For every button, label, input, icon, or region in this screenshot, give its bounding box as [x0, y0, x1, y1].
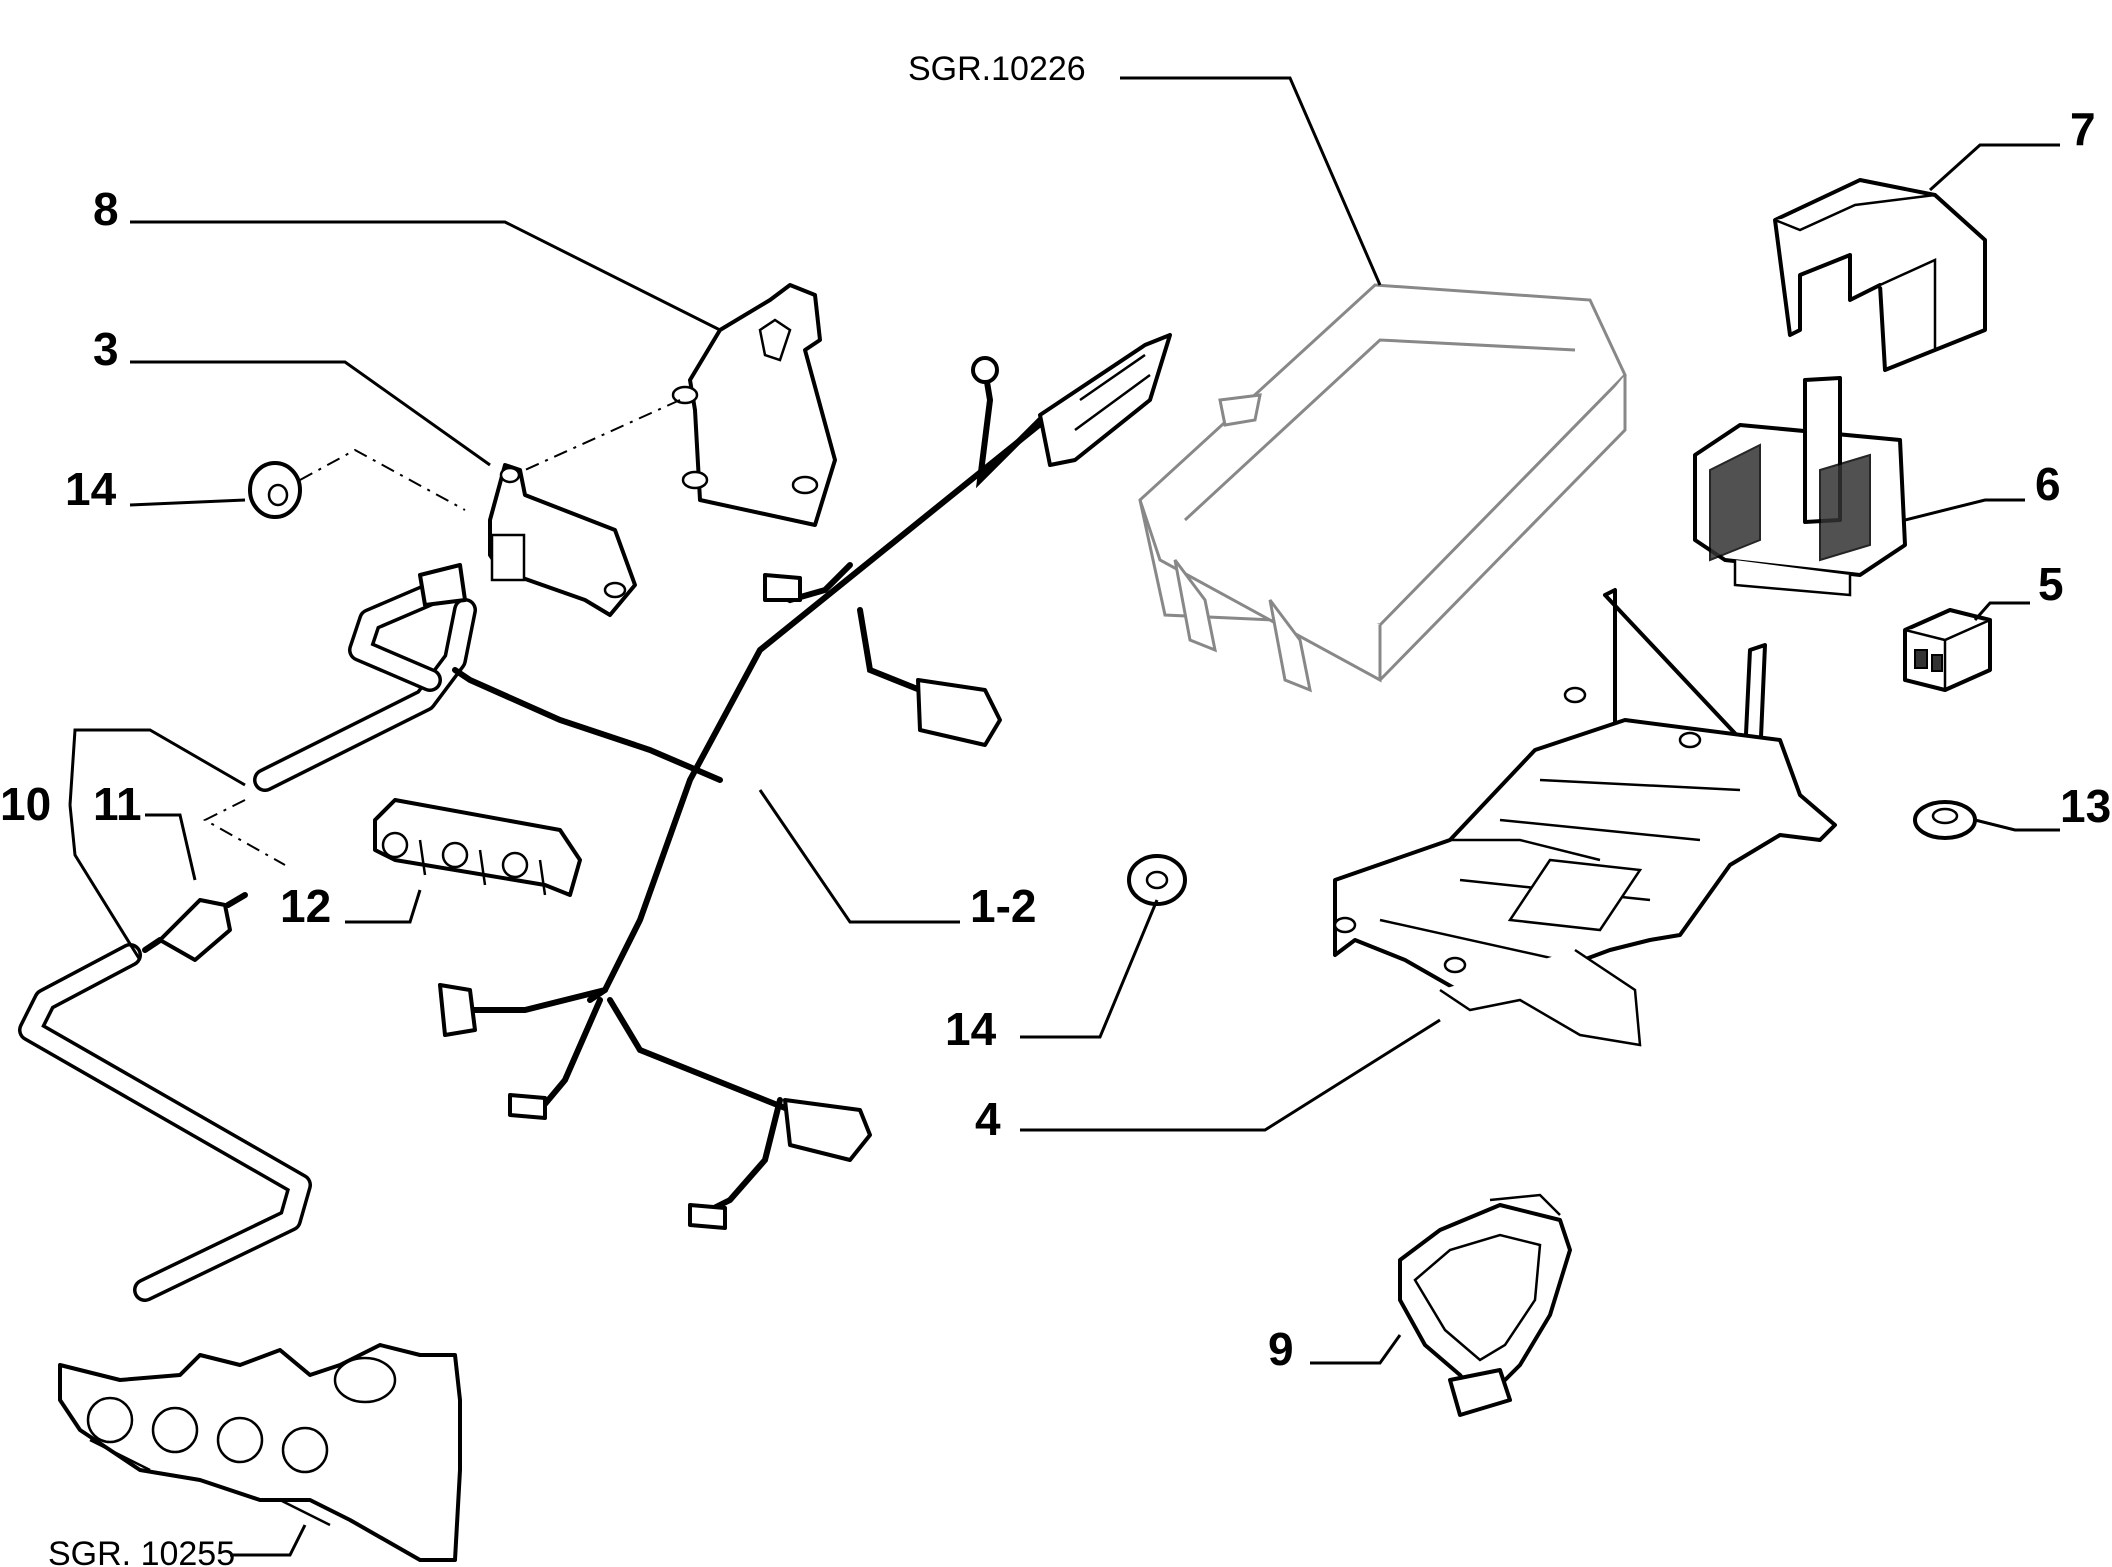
intake-manifold-reference: [58, 1343, 462, 1562]
leader-lines: [68, 76, 2060, 1557]
callout-11: 11: [93, 778, 142, 830]
callout-3: 3: [93, 323, 119, 375]
nut-14-upper: [248, 461, 302, 519]
callout-7: 7: [2070, 103, 2096, 155]
small-connector-block: [1903, 608, 1992, 692]
callout-13: 13: [2060, 780, 2111, 832]
vacuum-hose: [18, 578, 477, 1302]
callout-1-2: 1-2: [970, 880, 1036, 932]
check-valve: [142, 892, 248, 962]
nut-13: [1913, 800, 1977, 840]
callout-10: 10: [0, 778, 51, 830]
nut-14-lower: [1127, 854, 1187, 906]
assembly-line-10-11: [202, 799, 286, 866]
bracket-plate: [671, 283, 837, 527]
callout-8: 8: [93, 183, 119, 235]
callout-14-lower: 14: [945, 1003, 997, 1055]
assembly-line-14-3: [299, 448, 466, 511]
assembly-line-8-3: [524, 399, 681, 471]
sensor-module: [488, 463, 637, 617]
callout-12: 12: [280, 880, 331, 932]
hose-clamp: [1398, 1193, 1572, 1417]
callout-sgr-10226: SGR.10226: [908, 50, 1086, 88]
wiring-harness: [418, 333, 1172, 1230]
callout-sgr-10255: SGR. 10255: [48, 1535, 235, 1567]
callout-14-upper: 14: [65, 463, 117, 515]
relay-cover: [1773, 178, 1987, 372]
callout-6: 6: [2035, 458, 2061, 510]
callout-9: 9: [1268, 1323, 1294, 1375]
ecu-control-unit: [1138, 283, 1627, 693]
relay: [1693, 376, 1907, 597]
clip-strip: [373, 798, 582, 897]
mounting-bracket-tray: [1333, 588, 1837, 1047]
callout-5: 5: [2038, 558, 2064, 610]
callout-4: 4: [975, 1093, 1001, 1145]
